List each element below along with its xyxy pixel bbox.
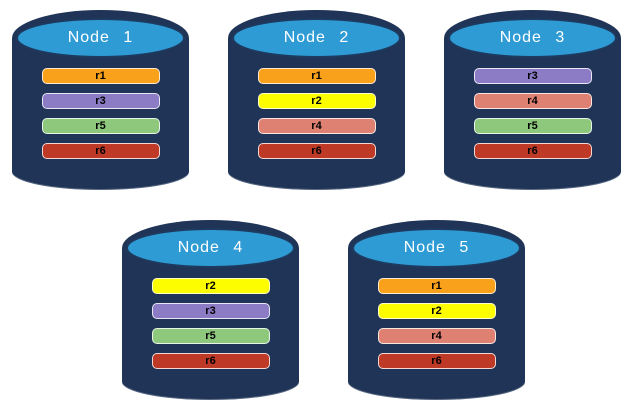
replica-label: r6 <box>311 144 322 157</box>
replica-label: r4 <box>431 329 442 342</box>
cylinder-bottom <box>348 364 525 400</box>
replica-bar: r3 <box>473 68 592 84</box>
replica-label: r4 <box>527 94 538 107</box>
node-3-cylinder: Node 3 r3 r4 r5 r6 <box>444 10 621 190</box>
replica-label: r4 <box>311 119 322 132</box>
replica-bar: r2 <box>377 303 496 319</box>
cylinder-cap: Node 3 <box>448 18 617 58</box>
cylinder-cap: Node 5 <box>352 228 521 268</box>
replica-bar-list: r1 r2 r4 r6 <box>228 68 405 159</box>
node-title: Node 4 <box>177 239 244 256</box>
cylinder-cap: Node 4 <box>126 228 295 268</box>
replica-label: r5 <box>527 119 538 132</box>
replica-label: r1 <box>431 279 442 292</box>
replica-label: r6 <box>431 354 442 367</box>
replica-bar: r2 <box>151 278 270 294</box>
replica-bar: r2 <box>257 93 376 109</box>
replica-label: r5 <box>95 119 106 132</box>
replica-label: r2 <box>205 279 216 292</box>
replica-bar-list: r3 r4 r5 r6 <box>444 68 621 159</box>
replica-bar: r6 <box>41 143 160 159</box>
replica-label: r2 <box>431 304 442 317</box>
node-title: Node 1 <box>67 29 134 46</box>
replica-label: r5 <box>205 329 216 342</box>
replica-bar: r6 <box>257 143 376 159</box>
node-title: Node 5 <box>403 239 470 256</box>
replica-label: r3 <box>95 94 106 107</box>
replica-bar: r6 <box>377 353 496 369</box>
replica-bar: r1 <box>41 68 160 84</box>
node-4-cylinder: Node 4 r2 r3 r5 r6 <box>122 220 299 400</box>
replica-bar: r5 <box>151 328 270 344</box>
replica-bar: r5 <box>473 118 592 134</box>
replica-bar: r5 <box>41 118 160 134</box>
cylinder-bottom <box>444 154 621 190</box>
replica-bar: r1 <box>257 68 376 84</box>
node-title: Node 2 <box>283 29 350 46</box>
replica-bar: r6 <box>151 353 270 369</box>
replica-label: r2 <box>311 94 322 107</box>
replica-label: r6 <box>205 354 216 367</box>
replica-bar-list: r1 r2 r4 r6 <box>348 278 525 369</box>
replica-label: r1 <box>311 69 322 82</box>
replica-bar-list: r2 r3 r5 r6 <box>122 278 299 369</box>
replica-bar: r6 <box>473 143 592 159</box>
replica-label: r3 <box>527 69 538 82</box>
cylinder-bottom <box>122 364 299 400</box>
replica-label: r1 <box>95 69 106 82</box>
replica-label: r6 <box>527 144 538 157</box>
replica-label: r6 <box>95 144 106 157</box>
cylinder-bottom <box>228 154 405 190</box>
replica-label: r3 <box>205 304 216 317</box>
replica-bar: r4 <box>473 93 592 109</box>
node-title: Node 3 <box>499 29 566 46</box>
replica-bar-list: r1 r3 r5 r6 <box>12 68 189 159</box>
node-1-cylinder: Node 1 r1 r3 r5 r6 <box>12 10 189 190</box>
node-5-cylinder: Node 5 r1 r2 r4 r6 <box>348 220 525 400</box>
cylinder-cap: Node 2 <box>232 18 401 58</box>
replica-bar: r4 <box>377 328 496 344</box>
replica-bar: r3 <box>151 303 270 319</box>
cylinder-cap: Node 1 <box>16 18 185 58</box>
node-2-cylinder: Node 2 r1 r2 r4 r6 <box>228 10 405 190</box>
replica-bar: r1 <box>377 278 496 294</box>
cylinder-bottom <box>12 154 189 190</box>
replica-bar: r4 <box>257 118 376 134</box>
replica-bar: r3 <box>41 93 160 109</box>
